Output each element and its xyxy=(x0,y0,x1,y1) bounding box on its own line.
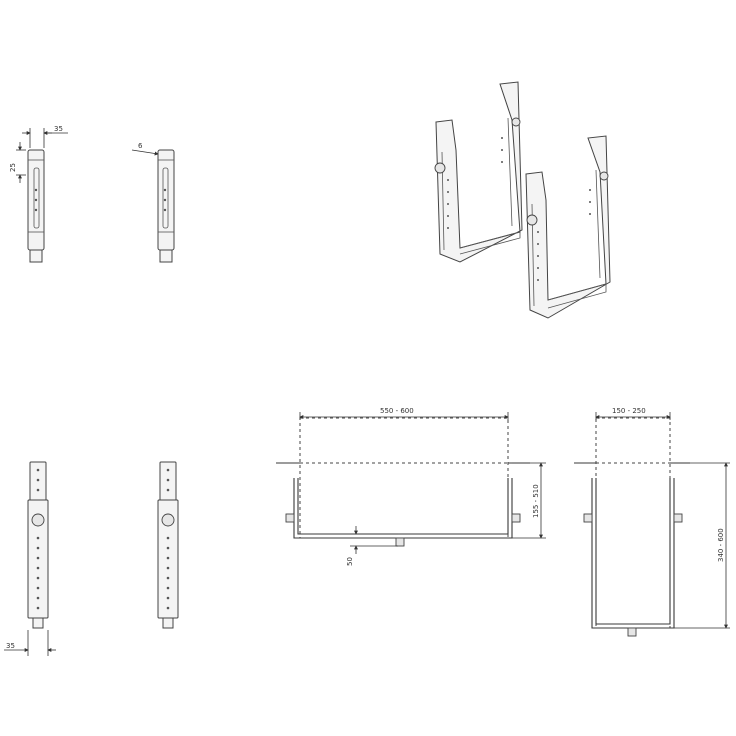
front-view-bracket xyxy=(276,417,530,547)
dim-label-35-top: 35 xyxy=(54,125,63,133)
dim-label-50: 50 xyxy=(346,557,354,566)
dim-label-35-bottom: 35 xyxy=(6,642,15,650)
dimension-depth-150-250: 150 - 250 xyxy=(595,407,671,420)
dim-label-depth: 150 - 250 xyxy=(612,407,646,415)
dim-label-height: 155 - 510 xyxy=(532,484,540,518)
dimension-width-550-600: 550 - 600 xyxy=(299,407,509,420)
dimension-25-top: 25 xyxy=(9,142,26,183)
dimension-height-155-510: 155 - 510 xyxy=(512,462,546,539)
dim-label-overall-height: 340 - 600 xyxy=(717,528,725,562)
dim-label-width: 550 - 600 xyxy=(380,407,414,415)
telescopic-leg-right xyxy=(157,461,179,629)
dim-label-6: 6 xyxy=(138,142,143,150)
dimension-50: 50 xyxy=(346,526,398,566)
dimension-height-340-600: 340 - 600 xyxy=(674,462,730,629)
isometric-bracket-front xyxy=(525,135,611,319)
side-view-bracket xyxy=(574,417,690,637)
dimension-35-bottom: 35 xyxy=(4,630,56,656)
slotted-strip-side-view xyxy=(27,149,45,263)
isometric-bracket-back xyxy=(434,81,523,263)
telescopic-leg-left xyxy=(27,461,49,629)
slotted-strip-front-view xyxy=(157,149,175,263)
dimension-diameter-6: 6 xyxy=(131,142,159,156)
dimension-35-top: 35 xyxy=(22,125,68,148)
dim-label-25-top: 25 xyxy=(9,163,17,172)
